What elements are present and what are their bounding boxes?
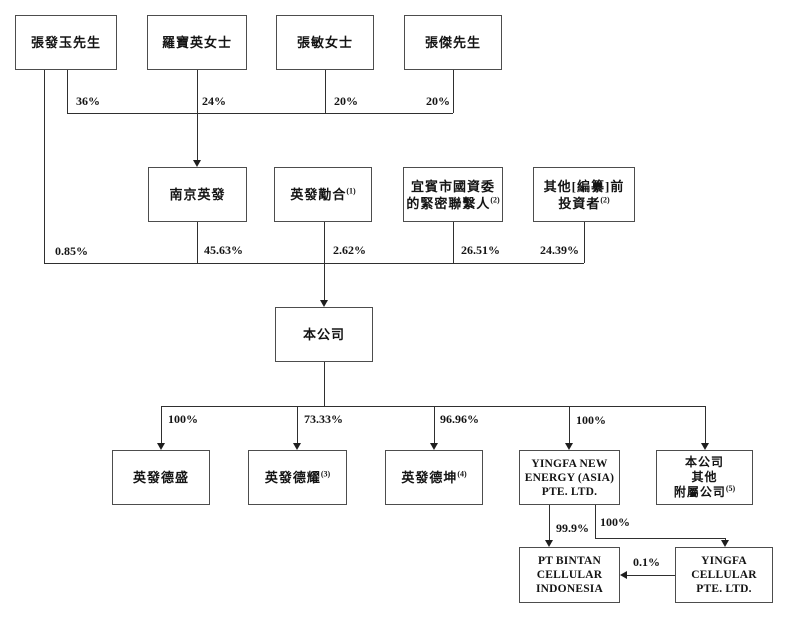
- node-company-other-subsidiaries: 本公司其他附屬公司(5): [656, 450, 753, 505]
- node-label: YINGFA: [701, 555, 747, 567]
- footnote-marker: (5): [725, 484, 736, 493]
- node-zhang-fayu: 張發玉先生: [15, 15, 117, 70]
- node-label: 羅寶英女士: [161, 35, 232, 50]
- arrowhead-down-icon: [545, 540, 553, 547]
- connector-line: [725, 538, 726, 540]
- node-label: 張傑先生: [424, 35, 481, 50]
- ownership-percentage-label: 24%: [202, 94, 226, 108]
- arrowhead-down-icon: [293, 443, 301, 450]
- connector-line: [161, 406, 162, 443]
- node-label: 本公司: [302, 327, 345, 342]
- connector-line: [584, 222, 585, 263]
- footnote-marker: (2): [490, 195, 500, 205]
- connector-line: [297, 406, 298, 443]
- node-label: YINGFA NEW: [531, 457, 608, 470]
- arrowhead-down-icon: [320, 300, 328, 307]
- ownership-percentage-label: 2.62%: [333, 243, 366, 257]
- node-label: 英發德盛: [132, 470, 189, 485]
- arrowhead-down-icon: [193, 160, 201, 167]
- node-label: 宜賓市國資委: [410, 178, 495, 194]
- connector-line: [67, 113, 453, 114]
- node-label: INDONESIA: [536, 583, 603, 595]
- ownership-percentage-label: 0.85%: [55, 244, 88, 258]
- node-label: 英發德耀(3): [264, 469, 331, 485]
- connector-line: [627, 575, 675, 576]
- node-label: 附屬公司(5): [673, 484, 736, 500]
- ownership-percentage-label: 24.39%: [540, 243, 579, 257]
- ownership-percentage-label: 0.1%: [633, 555, 660, 569]
- connector-line: [453, 222, 454, 263]
- node-zhang-min: 張敏女士: [276, 15, 374, 70]
- ownership-percentage-label: 100%: [600, 515, 630, 529]
- ownership-percentage-label: 73.33%: [304, 412, 343, 426]
- node-label: 其他: [691, 470, 718, 484]
- node-label: 投資者(2): [558, 195, 610, 211]
- ownership-percentage-label: 100%: [576, 413, 606, 427]
- node-label: PTE. LTD.: [541, 485, 598, 498]
- footnote-marker: (1): [346, 186, 356, 196]
- arrowhead-down-icon: [565, 443, 573, 450]
- footnote-marker: (2): [600, 195, 610, 205]
- connector-line: [197, 222, 198, 263]
- node-yingfa-cellular: YINGFA CELLULAR PTE. LTD.: [675, 547, 773, 603]
- ownership-percentage-label: 20%: [334, 94, 358, 108]
- node-yingfa-desheng: 英發德盛: [112, 450, 210, 505]
- ownership-percentage-label: 36%: [76, 94, 100, 108]
- node-label: 南京英發: [169, 187, 226, 202]
- connector-line: [324, 222, 325, 300]
- node-label: 英發德坤(4): [401, 469, 467, 485]
- node-label: 其他[編纂]前: [543, 178, 625, 194]
- node-luo-baoying: 羅寶英女士: [147, 15, 247, 70]
- connector-line: [453, 70, 454, 113]
- node-label: PT BINTAN: [537, 555, 602, 567]
- node-the-company: 本公司: [275, 307, 373, 362]
- connector-line: [44, 263, 584, 264]
- node-label: CELLULAR: [691, 569, 757, 581]
- node-other-pre-listing-investors: 其他[編纂]前投資者(2): [533, 167, 635, 222]
- node-label: 的緊密聯繫人(2): [406, 195, 500, 211]
- ownership-percentage-label: 96.96%: [440, 412, 479, 426]
- node-label: 英發勱合(1): [290, 186, 356, 202]
- node-label: 本公司: [684, 455, 724, 469]
- node-zhang-jie: 張傑先生: [404, 15, 502, 70]
- node-label: ENERGY (ASIA): [524, 471, 615, 484]
- connector-line: [595, 505, 596, 538]
- connector-line: [434, 406, 435, 443]
- footnote-marker: (4): [457, 469, 467, 479]
- connector-line: [67, 70, 68, 113]
- node-label: CELLULAR: [536, 569, 603, 581]
- arrowhead-down-icon: [721, 540, 729, 547]
- node-label: 張敏女士: [296, 35, 353, 50]
- connector-line: [44, 70, 45, 263]
- node-yingfa-maihe: 英發勱合(1): [274, 167, 372, 222]
- connector-line: [161, 406, 705, 407]
- arrowhead-down-icon: [430, 443, 438, 450]
- connector-line: [549, 505, 550, 540]
- connector-line: [324, 362, 325, 406]
- arrowhead-down-icon: [157, 443, 165, 450]
- arrowhead-down-icon: [701, 443, 709, 450]
- connector-line: [197, 70, 198, 160]
- connector-line: [705, 406, 706, 443]
- footnote-marker: (3): [320, 469, 331, 479]
- ownership-percentage-label: 26.51%: [461, 243, 500, 257]
- arrowhead-left-icon: [620, 571, 627, 579]
- connector-line: [595, 538, 725, 539]
- ownership-percentage-label: 100%: [168, 412, 198, 426]
- node-label: PTE. LTD.: [696, 583, 752, 595]
- ownership-percentage-label: 45.63%: [204, 243, 243, 257]
- node-label: 張發玉先生: [30, 35, 101, 50]
- connector-line: [569, 406, 570, 443]
- ownership-percentage-label: 20%: [426, 94, 450, 108]
- node-pt-bintan-cellular-indonesia: PT BINTAN CELLULAR INDONESIA: [519, 547, 620, 603]
- node-yingfa-dekun: 英發德坤(4): [385, 450, 483, 505]
- node-yingfa-deyao: 英發德耀(3): [248, 450, 347, 505]
- ownership-percentage-label: 99.9%: [556, 521, 589, 535]
- node-nanjing-yingfa: 南京英發: [148, 167, 247, 222]
- connector-line: [325, 70, 326, 113]
- node-yibin-sasac-close-associates: 宜賓市國資委的緊密聯繫人(2): [403, 167, 503, 222]
